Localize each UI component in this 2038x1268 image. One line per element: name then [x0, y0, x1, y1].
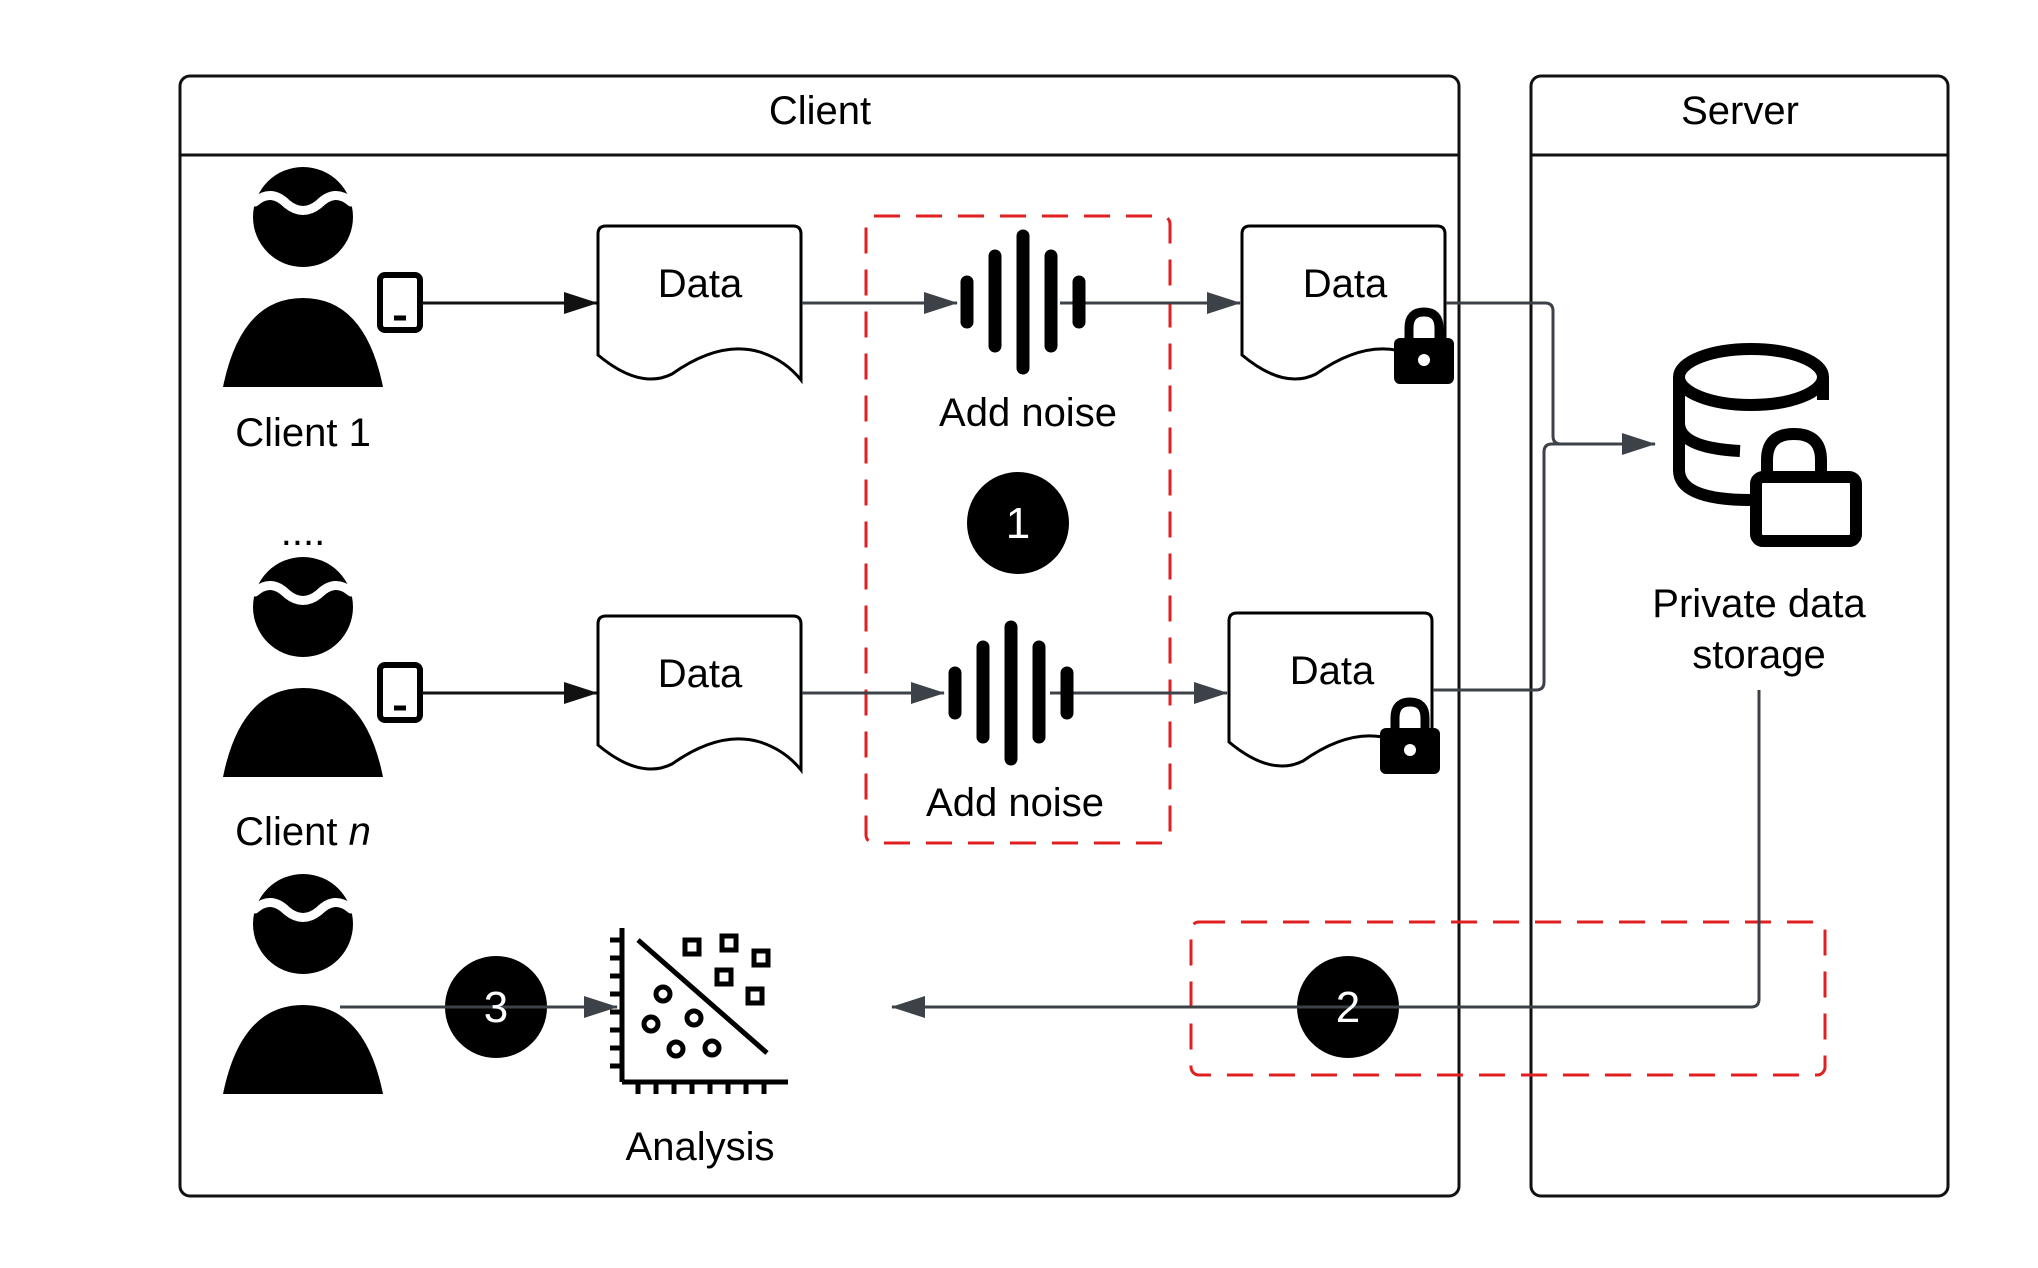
noise-wave-icon	[948, 620, 1074, 766]
add-noise-label: Add noise	[926, 781, 1104, 825]
server-panel-title: Server	[1681, 89, 1799, 133]
release-connector	[891, 690, 1761, 1018]
clients-ellipsis: ....	[281, 510, 325, 554]
document-icon: Data	[596, 614, 803, 775]
raw-data-label: Data	[658, 262, 743, 306]
document-icon: Data	[1227, 611, 1434, 772]
noisy-data-label: Data	[1290, 649, 1375, 693]
analysis-label: Analysis	[626, 1125, 775, 1169]
step-3-badge: 3	[445, 956, 547, 1058]
person-icon	[223, 557, 383, 777]
upload-connector	[1446, 301, 1656, 455]
scatter-plot-icon	[610, 928, 788, 1094]
step-2-number: 2	[1336, 983, 1360, 1032]
add-noise-label: Add noise	[939, 391, 1117, 435]
document-icon: Data	[596, 224, 803, 385]
noise-wave-icon	[960, 229, 1086, 375]
client-n-italic: n	[349, 810, 371, 854]
step-1-number: 1	[1006, 499, 1030, 548]
storage-step-highlight	[1189, 920, 1827, 1077]
step-1-badge: 1	[967, 472, 1069, 574]
document-icon: Data	[1240, 224, 1447, 385]
raw-data-label: Data	[658, 652, 743, 696]
storage-label-line1: Private data	[1652, 582, 1866, 626]
noisy-data-label: Data	[1303, 262, 1388, 306]
person-icon	[223, 874, 383, 1094]
server-panel: Server	[1529, 74, 1950, 1198]
step-2-badge: 2	[1297, 956, 1399, 1058]
upload-connector	[1433, 442, 1600, 692]
client-panel: Client	[178, 74, 1461, 1198]
storage-label-line2: storage	[1692, 633, 1825, 677]
step-3-number: 3	[484, 983, 508, 1032]
client-1-label: Client 1	[235, 411, 371, 455]
lock-icon	[1394, 307, 1454, 384]
phone-icon	[377, 272, 423, 333]
phone-icon	[377, 662, 423, 723]
person-icon	[223, 167, 383, 387]
client-panel-title: Client	[769, 89, 871, 133]
lock-icon	[1380, 697, 1440, 774]
client-n-label: Client n	[235, 810, 371, 854]
client-n-prefix: Client	[235, 810, 348, 854]
noise-step-highlight	[864, 214, 1172, 845]
database-lock-icon	[1673, 343, 1862, 547]
